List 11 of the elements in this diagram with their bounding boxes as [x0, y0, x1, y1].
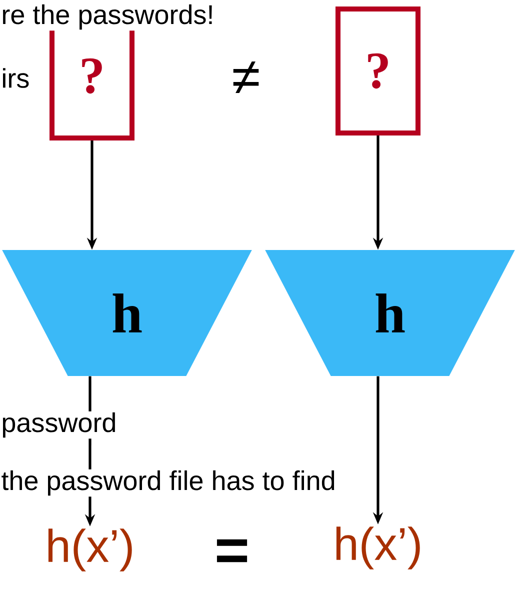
not-equal-sign: ≠ — [230, 60, 262, 96]
hash-value: h(x’) — [48, 528, 132, 572]
slide-text: password — [0, 411, 118, 439]
hash-trapezoid: h — [265, 250, 515, 376]
hash-trapezoid: h — [2, 250, 252, 376]
question-box: ? — [336, 6, 420, 136]
equals-sign: = — [213, 538, 251, 572]
slide-text: re the passwords! — [0, 3, 216, 31]
hash-value: h(x’) — [336, 526, 420, 570]
slide-text: irs — [0, 67, 31, 89]
slide-text: the password file has to find — [0, 469, 337, 497]
